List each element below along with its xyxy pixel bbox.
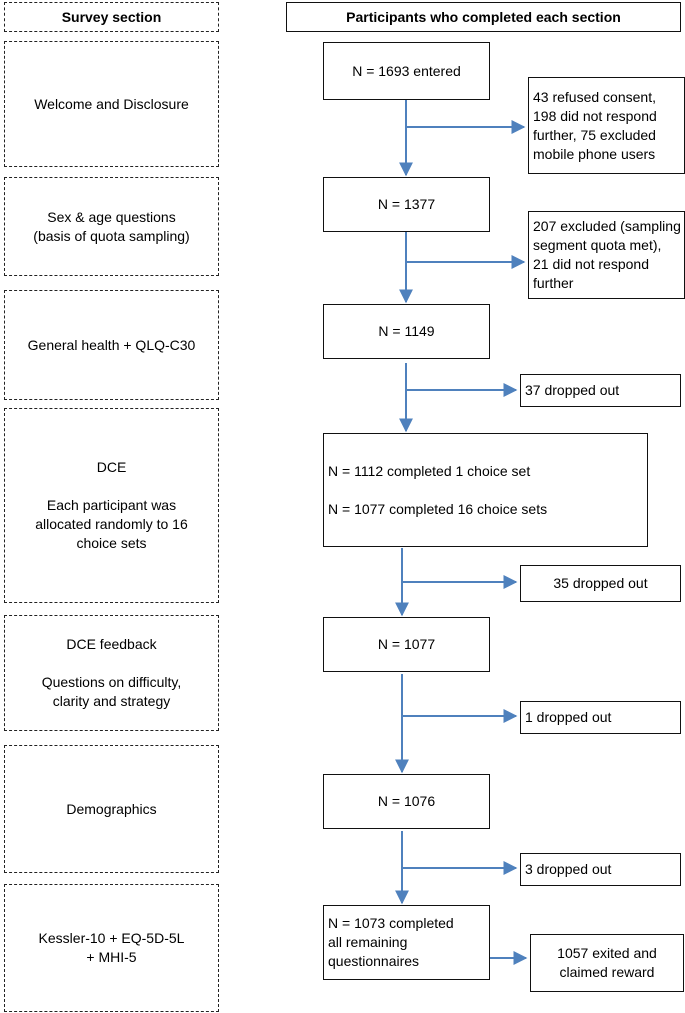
participant-count-box-2: N = 1377 bbox=[323, 177, 490, 232]
exclusion-box-1: 43 refused consent, 198 did not respond fu… bbox=[528, 77, 685, 174]
survey-section-line: + MHI-5 bbox=[86, 949, 137, 965]
survey-section-box-6: Demographics bbox=[4, 745, 219, 873]
exclusion-line: further, 75 excluded bbox=[533, 126, 656, 143]
participant-count-box-3: N = 1149 bbox=[323, 304, 490, 359]
participant-count-line: N = 1073 completed bbox=[328, 915, 454, 931]
survey-section-box-3: General health + QLQ-C30 bbox=[4, 290, 219, 400]
survey-section-line: Questions on difficulty, bbox=[41, 674, 182, 690]
participant-count-box-6: N = 1076 bbox=[323, 774, 490, 829]
exclusion-line: 43 refused consent, bbox=[533, 88, 656, 105]
participant-count-line: N = 1693 entered bbox=[352, 62, 461, 79]
survey-section-line: Demographics bbox=[66, 800, 157, 817]
header-survey-section-text: Survey section bbox=[61, 8, 162, 25]
participant-count-box-5: N = 1077 bbox=[323, 617, 490, 672]
exclusion-box-4: 35 dropped out bbox=[520, 565, 681, 602]
exclusion-line: 37 dropped out bbox=[525, 382, 620, 398]
exclusion-line: 1 dropped out bbox=[525, 709, 612, 725]
survey-section-box-2: Sex & age questions (basis of quota sampl… bbox=[4, 177, 219, 276]
participant-count-line: N = 1112 completed 1 choice set bbox=[328, 462, 531, 479]
exclusion-line: mobile phone users bbox=[533, 145, 656, 162]
exclusion-line: 1057 exited and bbox=[557, 945, 657, 961]
survey-section-box-4: DCE Each participant was allocated randoml… bbox=[4, 408, 219, 603]
survey-section-line: DCE bbox=[96, 459, 127, 475]
header-participants-text: Participants who completed each section bbox=[346, 8, 621, 25]
participant-count-box-4: N = 1112 completed 1 choice set N = 1077 … bbox=[323, 433, 648, 547]
participant-count-line: N = 1377 bbox=[377, 196, 436, 212]
exclusion-line: 207 excluded (sampling bbox=[533, 218, 681, 234]
survey-section-line: Welcome and Disclosure bbox=[34, 95, 189, 112]
participant-count-line: N = 1077 bbox=[377, 636, 436, 652]
survey-section-line: Kessler-10 + EQ-5D-5L bbox=[38, 930, 185, 946]
exclusion-box-3: 37 dropped out bbox=[520, 374, 681, 407]
survey-section-line: choice sets bbox=[76, 535, 147, 551]
exclusion-line: further bbox=[533, 275, 574, 291]
survey-section-line: Sex & age questions bbox=[47, 208, 176, 225]
survey-section-line: Each participant was bbox=[46, 497, 177, 513]
exclusion-box-5: 1 dropped out bbox=[520, 701, 681, 734]
participant-count-box-7: N = 1073 completed all remaining questionn… bbox=[323, 905, 490, 980]
survey-section-box-1: Welcome and Disclosure bbox=[4, 41, 219, 167]
header-participants: Participants who completed each section bbox=[286, 2, 681, 32]
exclusion-line: 35 dropped out bbox=[553, 575, 648, 591]
survey-section-line: clarity and strategy bbox=[52, 693, 171, 709]
survey-section-line: DCE feedback bbox=[66, 636, 157, 652]
survey-section-line: allocated randomly to 16 bbox=[35, 516, 188, 532]
participant-count-line: N = 1149 bbox=[378, 323, 435, 339]
participant-count-line: N = 1077 completed 16 choice sets bbox=[328, 500, 548, 517]
exclusion-box-6: 3 dropped out bbox=[520, 853, 681, 886]
participant-count-line: questionnaires bbox=[328, 953, 420, 969]
exclusion-box-7: 1057 exited and claimed reward bbox=[530, 934, 684, 992]
exclusion-line: 21 did not respond bbox=[533, 256, 649, 272]
survey-section-line: (basis of quota sampling) bbox=[33, 227, 190, 244]
participant-count-box-1: N = 1693 entered bbox=[323, 42, 490, 100]
exclusion-line: 198 did not respond bbox=[533, 107, 657, 124]
header-survey-section: Survey section bbox=[4, 2, 219, 32]
survey-section-line: General health + QLQ-C30 bbox=[27, 336, 196, 353]
participant-count-line: N = 1076 bbox=[377, 793, 436, 809]
exclusion-line: segment quota met), bbox=[533, 237, 662, 253]
exclusion-line: claimed reward bbox=[559, 964, 655, 980]
exclusion-line: 3 dropped out bbox=[525, 861, 612, 877]
participant-count-line: all remaining bbox=[328, 934, 408, 950]
survey-section-box-7: Kessler-10 + EQ-5D-5L + MHI-5 bbox=[4, 884, 219, 1012]
